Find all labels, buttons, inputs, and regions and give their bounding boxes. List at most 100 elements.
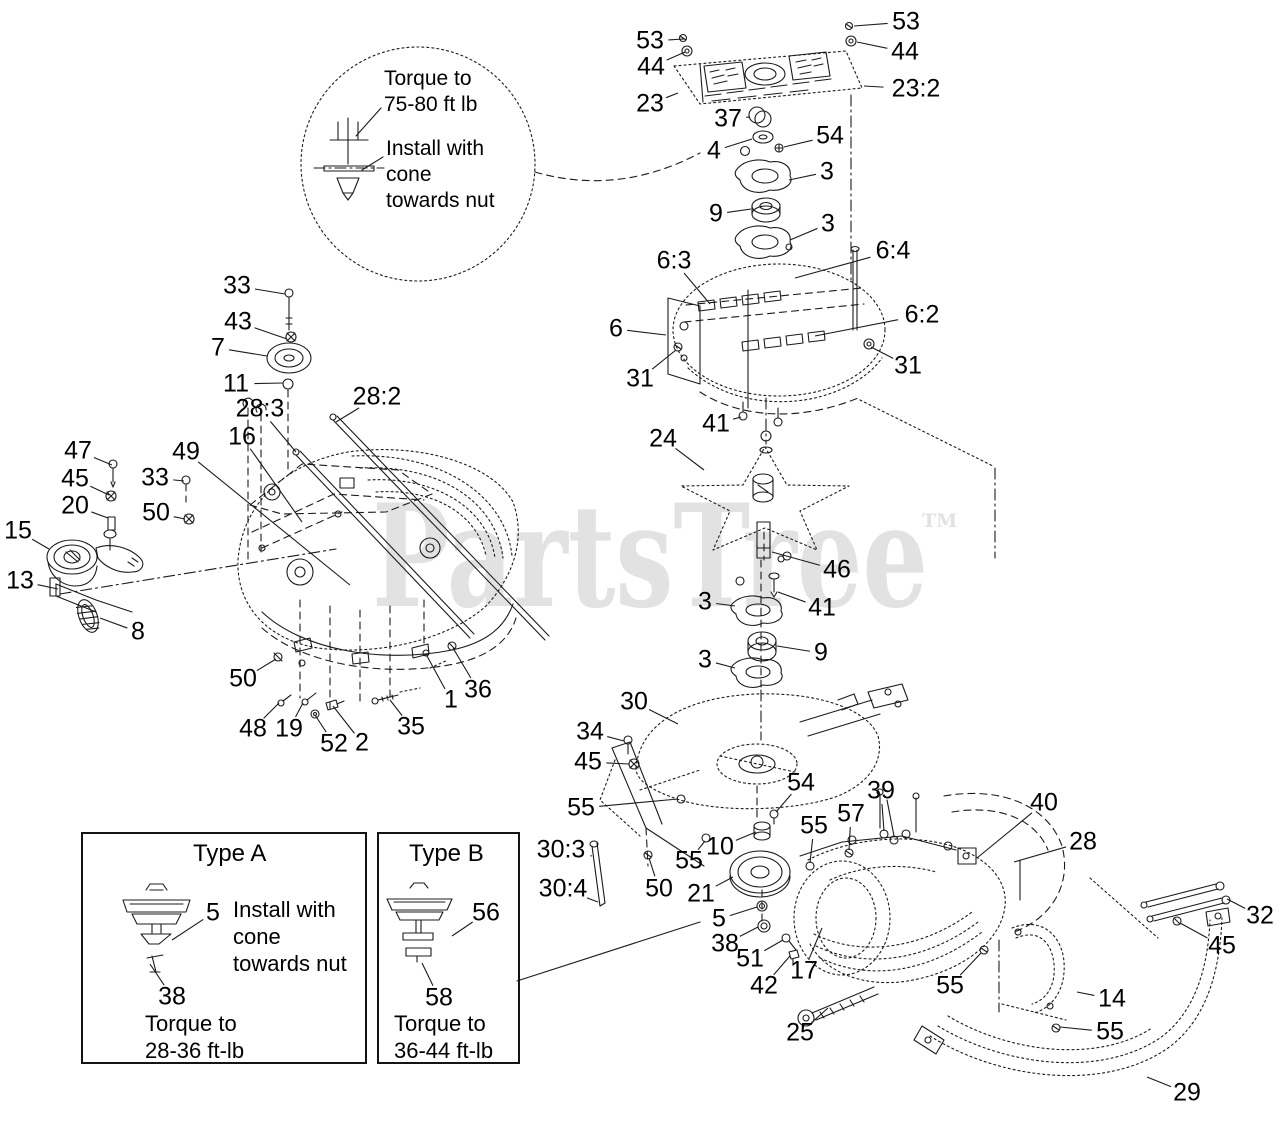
leader-line xyxy=(809,838,814,864)
spindle-housing xyxy=(667,245,886,454)
watermark: PartsTree TM xyxy=(372,474,957,640)
leader-line xyxy=(848,826,851,851)
callout-50: 50 xyxy=(142,498,170,527)
callout-43: 43 xyxy=(224,307,252,336)
callout-49: 49 xyxy=(172,437,200,466)
lower-spindle-stack xyxy=(730,544,785,741)
leader-line xyxy=(37,584,59,590)
leader-line xyxy=(776,645,810,652)
type-b-torque-note: Torque to 36-44 ft-lb xyxy=(394,1011,494,1063)
callout-50: 50 xyxy=(645,874,673,903)
leader-line xyxy=(771,551,821,566)
leader-line xyxy=(715,876,734,887)
callout-6:3: 6:3 xyxy=(656,246,692,275)
blower-housing xyxy=(793,788,1066,1027)
callout-16: 16 xyxy=(228,422,256,451)
leader-line xyxy=(31,538,50,550)
callout-19: 19 xyxy=(275,714,303,743)
leader-line xyxy=(173,516,186,520)
callout-1: 1 xyxy=(444,685,458,714)
callout-33: 33 xyxy=(223,271,251,300)
type-a-install-note: Install with cone towards nut xyxy=(233,897,347,976)
callout-42: 42 xyxy=(750,971,778,1000)
callout-55: 55 xyxy=(1096,1017,1124,1046)
callout-30:4: 30:4 xyxy=(538,874,588,903)
callout-6: 6 xyxy=(609,314,623,343)
leader-line xyxy=(426,655,446,690)
cone-install-note: Install with cone towards nut xyxy=(386,137,495,212)
callout-32: 32 xyxy=(1246,901,1274,930)
leader-line xyxy=(856,41,888,49)
callout-9: 9 xyxy=(709,199,723,228)
leader-line xyxy=(627,329,667,336)
callout-20: 20 xyxy=(61,491,89,520)
callout-30:3: 30:3 xyxy=(536,835,586,864)
leader-line xyxy=(93,457,113,466)
callout-41: 41 xyxy=(808,593,836,622)
leader-line xyxy=(976,812,1033,859)
leader-line xyxy=(763,939,784,952)
leader-line xyxy=(269,420,297,453)
lower-deck xyxy=(589,683,909,907)
leader-line xyxy=(586,897,599,903)
leader-line xyxy=(91,511,109,519)
callout-28:2: 28:2 xyxy=(352,382,402,411)
leader-line xyxy=(808,927,823,959)
leader-line xyxy=(668,38,685,41)
discharge-chute-parts xyxy=(859,399,1231,1077)
leader-line xyxy=(452,647,472,679)
callout-57: 57 xyxy=(837,799,865,828)
callout-23: 23 xyxy=(636,89,664,118)
callout-41: 41 xyxy=(702,409,730,438)
type-a-title: Type A xyxy=(193,840,267,867)
callout-3: 3 xyxy=(698,587,712,616)
leader-line xyxy=(651,349,677,370)
callout-36: 36 xyxy=(464,675,492,704)
id-plate xyxy=(673,21,863,284)
leader-line xyxy=(607,736,625,742)
callout-53: 53 xyxy=(636,26,664,55)
upper-spindle-stack xyxy=(734,106,793,259)
leader-line xyxy=(1146,1076,1172,1088)
callout-6:2: 6:2 xyxy=(904,300,940,329)
leader-line xyxy=(648,709,679,725)
leader-line xyxy=(256,658,277,672)
leader-line xyxy=(783,139,813,148)
leader-line xyxy=(1076,991,1095,996)
leader-line xyxy=(666,51,686,61)
leader-line xyxy=(254,382,284,385)
callout-55: 55 xyxy=(800,811,828,840)
leader-line xyxy=(724,138,753,149)
leader-line xyxy=(1013,846,1067,863)
callout-45: 45 xyxy=(1208,931,1236,960)
callout-55: 55 xyxy=(567,793,595,822)
callout-45: 45 xyxy=(574,747,602,776)
type-a-torque-note: Torque to 28-36 ft-lb xyxy=(145,1011,245,1063)
leader-line xyxy=(727,208,752,213)
leader-line xyxy=(735,831,757,841)
callout-13: 13 xyxy=(6,566,34,595)
leader-line xyxy=(814,319,899,337)
callout-31: 31 xyxy=(894,351,922,380)
leader-line xyxy=(870,346,894,359)
callout-51: 51 xyxy=(736,944,764,973)
leader-line xyxy=(777,591,806,603)
callout-44: 44 xyxy=(891,37,919,66)
callout-34: 34 xyxy=(576,717,604,746)
callout-17: 17 xyxy=(790,956,818,985)
leader-line xyxy=(729,906,758,917)
leader-line xyxy=(863,85,884,88)
leader-line xyxy=(599,798,679,807)
leader-line xyxy=(99,617,128,629)
leader-line xyxy=(732,416,742,420)
callout-5: 5 xyxy=(206,898,220,927)
callout-3: 3 xyxy=(698,645,712,674)
callout-29: 29 xyxy=(1173,1078,1201,1107)
leader-line xyxy=(606,762,630,765)
impeller-star xyxy=(680,446,850,561)
leader-line xyxy=(853,22,888,27)
leader-line xyxy=(254,288,286,295)
leader-line xyxy=(197,461,351,586)
callout-3: 3 xyxy=(820,157,834,186)
